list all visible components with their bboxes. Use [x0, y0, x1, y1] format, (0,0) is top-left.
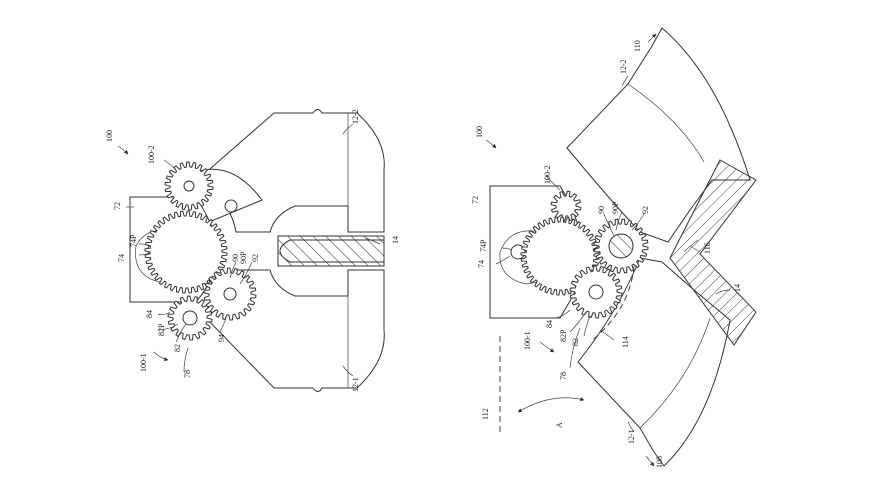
label-90: 90 — [231, 254, 240, 262]
leader-90-left — [229, 261, 237, 279]
gear-upper-right — [550, 190, 582, 222]
label-74: 74 — [117, 254, 126, 262]
leader-84-left — [157, 311, 171, 316]
leader-84-right — [555, 309, 571, 319]
leader-12-1-right — [627, 421, 635, 433]
hinge-hub-right — [608, 233, 634, 259]
leader-74p-right — [501, 247, 513, 251]
label-12-1: 12-1 — [351, 377, 360, 392]
flex-display-fold — [279, 239, 384, 263]
label-82p: 82P — [157, 323, 166, 336]
label-12-2: 12-2 — [351, 109, 360, 124]
leader-74-left — [138, 252, 150, 256]
upper-knuckle-pin — [224, 199, 238, 213]
label-78-right: 78 — [559, 372, 568, 380]
leader-82p-left — [157, 323, 179, 331]
leader-74-right — [495, 255, 511, 265]
figure-right: 100 100-2 72 74P 74 84 82P 82 100-1 78 9… — [471, 27, 757, 468]
leader-78-left — [183, 347, 189, 373]
label-82p-right: 82P — [559, 329, 568, 342]
label-72-right: 72 — [471, 196, 480, 204]
flex-display-vertex — [689, 245, 701, 253]
label-94: 94 — [217, 334, 226, 342]
leader-94-left — [219, 317, 227, 333]
gear-right-hub — [223, 287, 237, 301]
leader-116-right — [683, 239, 699, 253]
leader-14-right — [715, 289, 731, 295]
gear-lower-hub — [182, 310, 198, 326]
flex-display-folded — [669, 159, 757, 346]
label-110-right: 110 — [633, 40, 642, 52]
leader-90-right — [603, 213, 615, 237]
label-100-1-right: 100-1 — [523, 331, 532, 350]
leader-100-2-left — [163, 159, 177, 171]
label-100-1: 100-1 — [139, 353, 148, 372]
leader-100-left — [117, 145, 129, 155]
leader-92-left — [239, 261, 253, 285]
label-90p-right: 90P — [611, 201, 620, 214]
leader-14-left — [365, 237, 381, 245]
label-92-right: 92 — [641, 206, 650, 214]
leader-82p-right — [569, 311, 587, 333]
rotation-arrow-a — [517, 397, 585, 413]
label-90-right: 90 — [597, 206, 606, 214]
label-100-2-right: 100-2 — [543, 165, 552, 184]
label-108-right: 108 — [655, 456, 664, 468]
label-14: 14 — [391, 236, 400, 244]
gear-upper-hub — [183, 180, 195, 192]
housing-upper-right-edge — [627, 83, 705, 163]
leader-100-2-right — [545, 175, 561, 191]
label-114-right: 114 — [621, 336, 630, 348]
leader-12-2-left — [342, 123, 354, 135]
label-72: 72 — [113, 202, 122, 210]
label-14-right: 14 — [733, 284, 742, 292]
flex-display-shaft — [277, 235, 385, 267]
label-74p: 74P — [129, 234, 138, 247]
figure-left: 100 100-2 72 74P 74 84 82P 82 100-1 78 9… — [105, 109, 400, 392]
leader-100-right — [485, 139, 497, 149]
leader-82-left — [175, 323, 187, 343]
label-100: 100 — [105, 130, 114, 142]
label-100-right: 100 — [475, 126, 484, 138]
leader-100-1-left — [153, 351, 169, 362]
gear-mid — [144, 210, 228, 294]
label-84-right: 84 — [545, 320, 554, 328]
label-78: 78 — [183, 370, 192, 378]
label-92: 92 — [251, 254, 260, 262]
label-12-2-right: 12-2 — [619, 59, 628, 74]
label-84: 84 — [145, 310, 154, 318]
leader-78-right — [569, 327, 581, 369]
leader-90p-right — [615, 211, 623, 231]
label-112-right: 112 — [481, 408, 490, 420]
label-82-right: 82 — [571, 338, 580, 346]
leader-92-right — [631, 213, 645, 231]
leader-100-1-right — [539, 341, 555, 353]
housing-upper-left — [202, 109, 385, 233]
label-90p: 90P — [239, 251, 248, 264]
leader-114-right — [599, 329, 615, 341]
housing-lower-right-edge — [639, 317, 711, 429]
gear-lower-right-hub — [588, 284, 604, 300]
rotation-path-114 — [589, 265, 635, 343]
leader-12-1-left — [342, 365, 354, 377]
leader-82-right — [583, 315, 591, 337]
label-116-right: 116 — [703, 242, 712, 254]
label-100-2: 100-2 — [147, 145, 156, 164]
leader-12-2-right — [621, 75, 629, 87]
label-12-1-right: 12-1 — [627, 429, 636, 444]
label-82: 82 — [173, 344, 182, 352]
label-74p-right: 74P — [479, 239, 488, 252]
arrow-108 — [645, 455, 655, 467]
label-74-right: 74 — [477, 260, 486, 268]
leader-74p-left — [138, 243, 152, 247]
label-a-right: A — [555, 422, 564, 428]
arrow-110 — [647, 33, 657, 43]
